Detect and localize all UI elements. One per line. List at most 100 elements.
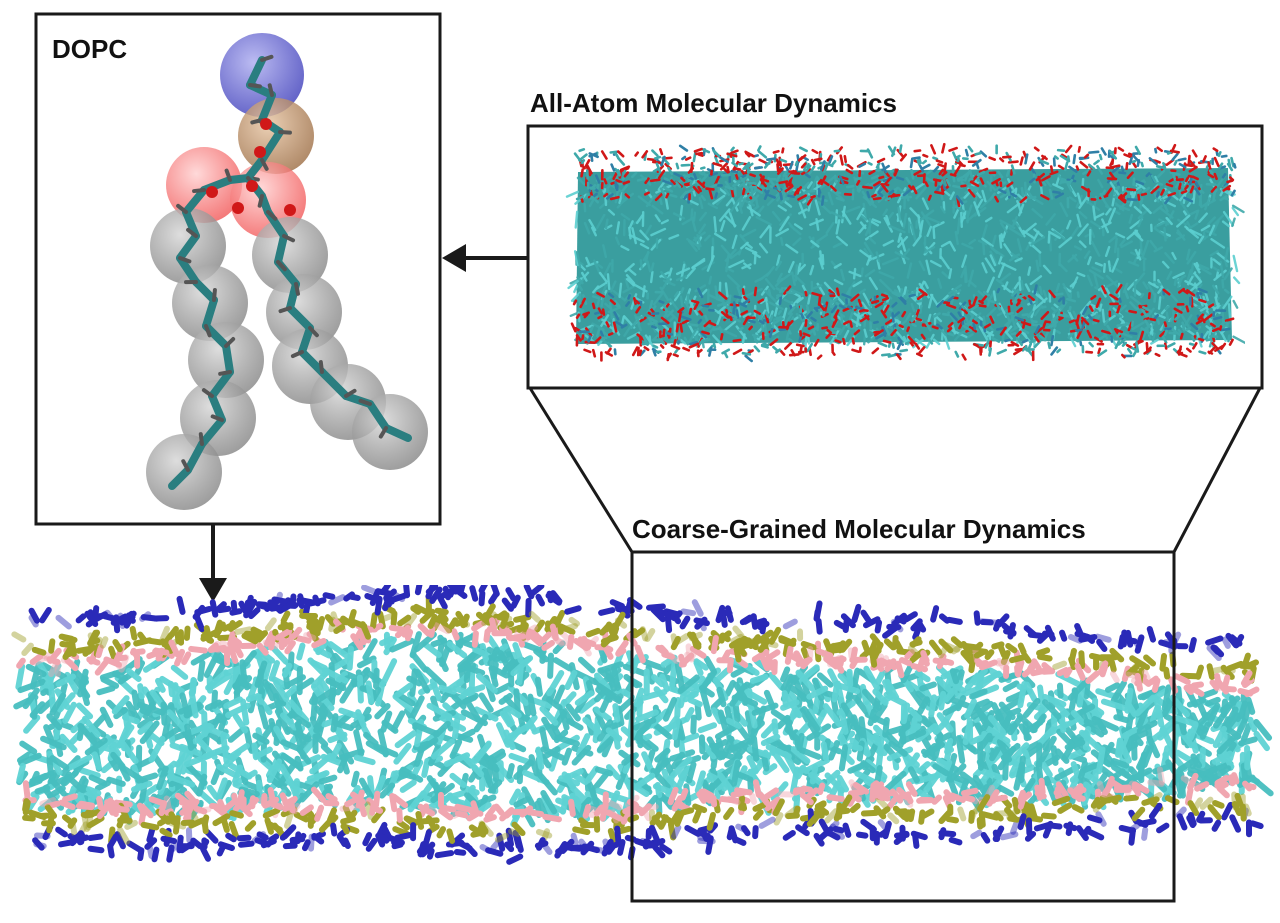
lipid-tail-atoms	[1142, 281, 1149, 290]
lipid-tail-atoms	[1152, 280, 1162, 286]
headgroup-atoms	[867, 161, 873, 166]
lipid-tail-atoms	[620, 192, 634, 205]
lipid-tail-atoms	[580, 271, 588, 282]
headgroup-atoms	[887, 194, 899, 199]
headgroup-atoms	[589, 186, 596, 190]
headgroup-atoms	[1227, 334, 1231, 343]
cg-tail-bead	[970, 698, 991, 710]
headgroup-atoms	[880, 326, 887, 338]
headgroup-atoms	[783, 285, 792, 295]
cg-tail-bead	[1176, 757, 1198, 773]
headgroup-atoms	[1019, 156, 1024, 166]
headgroup-atoms	[972, 296, 978, 306]
headgroup-atoms	[896, 340, 903, 351]
lipid-tail-atoms	[610, 280, 617, 292]
headgroup-atoms	[1010, 192, 1018, 198]
headgroup-atoms	[778, 286, 784, 294]
cg-tail-bead	[693, 658, 709, 671]
cg-headgroup-bead	[505, 587, 517, 602]
cg-tail-bead	[760, 733, 781, 747]
lipid-tail-atoms	[669, 298, 680, 312]
cg-tail-bead	[1253, 730, 1270, 752]
lipid-tail-atoms	[966, 209, 980, 222]
headgroup-atoms	[1006, 186, 1011, 197]
lipid-tail-atoms	[695, 327, 700, 342]
headgroup-atoms	[652, 332, 661, 341]
cg-tail-bead	[861, 688, 883, 711]
lipid-tail-atoms	[1161, 260, 1170, 269]
headgroup-atoms	[786, 320, 794, 328]
cg-tail-bead	[604, 690, 623, 705]
headgroup-atoms	[616, 150, 625, 158]
lipid-tail-atoms	[1181, 203, 1190, 215]
headgroup-atoms	[835, 196, 845, 202]
cg-headgroup-bead	[250, 626, 263, 636]
headgroup-atoms	[697, 153, 704, 157]
headgroup-atoms	[963, 309, 969, 315]
headgroup-atoms	[1121, 341, 1128, 347]
cg-tail-bead	[503, 729, 516, 751]
lipid-tail-atoms	[919, 304, 923, 314]
headgroup-atoms	[745, 151, 754, 157]
lipid-tail-atoms	[698, 196, 704, 210]
lipid-tail-atoms	[1030, 235, 1046, 246]
cg-tail-bead	[945, 752, 958, 783]
headgroup-atoms	[1185, 305, 1190, 313]
cg-tail-bead	[472, 741, 492, 764]
headgroup-atoms	[908, 184, 914, 191]
lipid-tail-atoms	[883, 216, 894, 233]
lipid-tail-atoms	[1087, 256, 1092, 266]
headgroup-atoms	[1068, 165, 1078, 173]
lipid-tail-atoms	[609, 302, 614, 320]
cg-tail-bead	[374, 703, 391, 720]
cg-tail-bead	[650, 767, 671, 790]
cg-headgroup-bead	[1193, 781, 1209, 790]
cg-tail-bead	[148, 735, 166, 763]
headgroup-atoms	[1230, 189, 1236, 197]
cg-headgroup-bead	[328, 616, 337, 633]
lipid-tail-atoms	[1212, 220, 1220, 234]
headgroup-atoms	[622, 180, 631, 185]
lipid-tail-atoms	[1210, 238, 1226, 249]
headgroup-atoms	[1225, 321, 1229, 328]
cg-headgroup-bead	[16, 657, 26, 669]
headgroup-atoms	[991, 177, 1001, 185]
lipid-tail-atoms	[755, 197, 759, 207]
lipid-tail-atoms	[807, 335, 811, 345]
headgroup-atoms	[672, 338, 677, 348]
lipid-tail-atoms	[1073, 245, 1082, 251]
headgroup-atoms	[768, 194, 776, 199]
cg-tail-bead	[390, 710, 406, 733]
cg-headgroup-bead	[874, 619, 883, 634]
headgroup-atoms	[1072, 337, 1080, 343]
cg-headgroup-bead	[293, 811, 310, 823]
headgroup-atoms	[1221, 184, 1229, 191]
cg-tail-bead	[496, 722, 511, 748]
hydrogen-bond	[178, 256, 192, 264]
headgroup-atoms	[954, 350, 960, 358]
oxygen-atom	[284, 204, 296, 216]
headgroup-atoms	[603, 192, 609, 198]
dopc-bond	[202, 296, 218, 330]
headgroup-atoms	[1034, 335, 1040, 343]
cg-tail-bead	[240, 698, 250, 726]
headgroup-atoms	[925, 321, 932, 332]
cg-headgroup-bead	[741, 825, 751, 837]
headgroup-atoms	[984, 323, 992, 329]
cg-tail-bead	[487, 646, 500, 667]
headgroup-atoms	[1174, 314, 1181, 321]
headgroup-atoms	[794, 160, 799, 167]
cg-headgroup-bead	[232, 640, 243, 653]
cg-headgroup-bead	[1075, 825, 1089, 842]
lipid-tail-atoms	[1094, 261, 1103, 267]
cg-tail-bead	[17, 678, 46, 694]
headgroup-atoms	[1101, 189, 1107, 195]
cg-tail-bead	[467, 787, 479, 803]
headgroup-atoms	[1164, 196, 1172, 205]
headgroup-atoms	[967, 145, 974, 153]
lipid-tail-atoms	[684, 300, 692, 313]
headgroup-atoms	[1049, 165, 1054, 173]
lipid-tail-atoms	[1172, 271, 1185, 279]
cg-tail-bead	[683, 707, 695, 723]
lipid-tail-atoms	[778, 216, 790, 232]
